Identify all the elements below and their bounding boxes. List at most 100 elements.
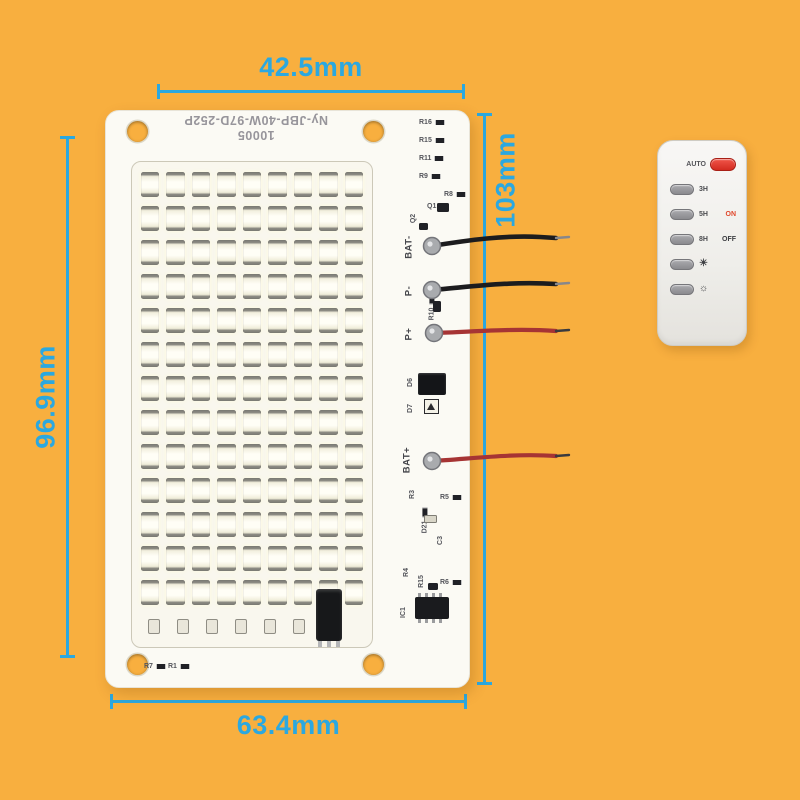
component-label-r4: R4: [402, 568, 410, 577]
terminal-label-bat-minus: BAT-: [403, 235, 415, 259]
led-chip: [242, 410, 262, 435]
led-chip: [191, 410, 211, 435]
led-chip: [242, 580, 262, 605]
mounting-hole-top-right: [363, 121, 384, 142]
smd-resistor: [428, 583, 438, 590]
led-chip: [268, 410, 287, 435]
remote-row-dim: ☼: [670, 282, 736, 296]
component-label-r1: R1: [168, 663, 190, 670]
smd-diode: [424, 515, 437, 523]
component-label-d6: D6: [406, 378, 414, 387]
terminal-label-bat-plus: BAT+: [401, 446, 413, 474]
dimension-bottom-line: [110, 694, 467, 709]
led-chip: [242, 308, 262, 333]
led-chip: [319, 308, 338, 333]
led-chip: [217, 410, 236, 435]
wire-tip: [554, 453, 571, 458]
led-chip: [191, 172, 211, 197]
led-chip: [268, 342, 287, 367]
led-chip: [344, 274, 363, 299]
led-chip: [141, 512, 160, 537]
led-chip: [293, 274, 313, 299]
ic-chip: [415, 593, 449, 623]
led-chip: [242, 274, 262, 299]
led-chip: [217, 580, 236, 605]
led-chip: [217, 274, 236, 299]
led-chip: [191, 240, 211, 265]
led-chip: [242, 206, 262, 231]
led-chip: [344, 240, 363, 265]
wire-tip: [554, 235, 571, 240]
led-chip: [344, 342, 363, 367]
led-chip: [319, 274, 338, 299]
led-chip: [319, 512, 338, 537]
led-chip: [166, 206, 185, 231]
led-chip: [242, 512, 262, 537]
remote-row-5h: 5H ON: [670, 207, 736, 221]
serial-number-text: 10005: [237, 128, 275, 142]
led-chip: [217, 546, 236, 571]
on-label: ON: [725, 210, 737, 218]
led-chip: [141, 546, 160, 571]
power-diode-component: [418, 373, 446, 395]
component-label-r5: R5: [440, 494, 462, 501]
component-label-r8: R8: [444, 191, 466, 198]
led-chip: [319, 172, 338, 197]
led-chip: [191, 206, 211, 231]
component-strip: [148, 617, 305, 635]
led-chip: [268, 376, 287, 401]
led-chip: [268, 274, 287, 299]
component-label-d7: D7: [406, 404, 414, 413]
component-label-ic1: IC1: [399, 607, 407, 618]
led-chip: [166, 478, 185, 503]
led-chip: [344, 478, 363, 503]
led-chip: [166, 376, 185, 401]
led-chip: [217, 240, 236, 265]
smd-capacitor: [264, 618, 276, 634]
led-chip: [242, 376, 262, 401]
led-chip: [242, 342, 262, 367]
component-label-r7: R7: [144, 663, 166, 670]
led-chip: [242, 172, 262, 197]
mounting-hole-top-left: [127, 121, 148, 142]
led-chip: [217, 342, 236, 367]
led-chip: [319, 410, 338, 435]
led-chip: [268, 240, 287, 265]
led-chip: [141, 206, 160, 231]
led-chip: [141, 376, 160, 401]
led-chip: [319, 546, 338, 571]
smd-capacitor: [235, 618, 247, 634]
led-chip: [166, 342, 185, 367]
led-chip: [166, 444, 185, 469]
component-label-r3: R3: [408, 490, 416, 499]
brightness-high-button: [670, 258, 694, 270]
led-chip: [141, 444, 160, 469]
component-label-r16: R16: [419, 119, 445, 126]
led-chip: [141, 274, 160, 299]
smd-transistor: [437, 203, 449, 212]
led-chip: [268, 546, 287, 571]
led-chip: [191, 512, 211, 537]
led-chip: [191, 580, 211, 605]
led-chip: [344, 172, 363, 197]
led-chip: [293, 376, 313, 401]
dimension-right-line: [477, 113, 492, 685]
led-chip: [217, 444, 236, 469]
terminal-label-p-plus: P+: [403, 327, 415, 341]
timer-3h-label: 3H: [699, 185, 708, 193]
led-chip: [293, 172, 313, 197]
led-chip: [141, 580, 160, 605]
led-chip: [293, 308, 313, 333]
led-chip: [319, 478, 338, 503]
led-chip: [166, 308, 185, 333]
dimension-top-line: [157, 84, 465, 99]
smd-transistor: [419, 223, 428, 230]
led-chip: [217, 512, 236, 537]
led-chip: [166, 240, 185, 265]
brightness-low-icon: ☼: [699, 283, 709, 294]
led-chip: [242, 546, 262, 571]
led-chip: [344, 444, 363, 469]
led-chip: [141, 478, 160, 503]
led-chip: [319, 376, 338, 401]
timer-8h-label: 8H: [699, 235, 708, 243]
